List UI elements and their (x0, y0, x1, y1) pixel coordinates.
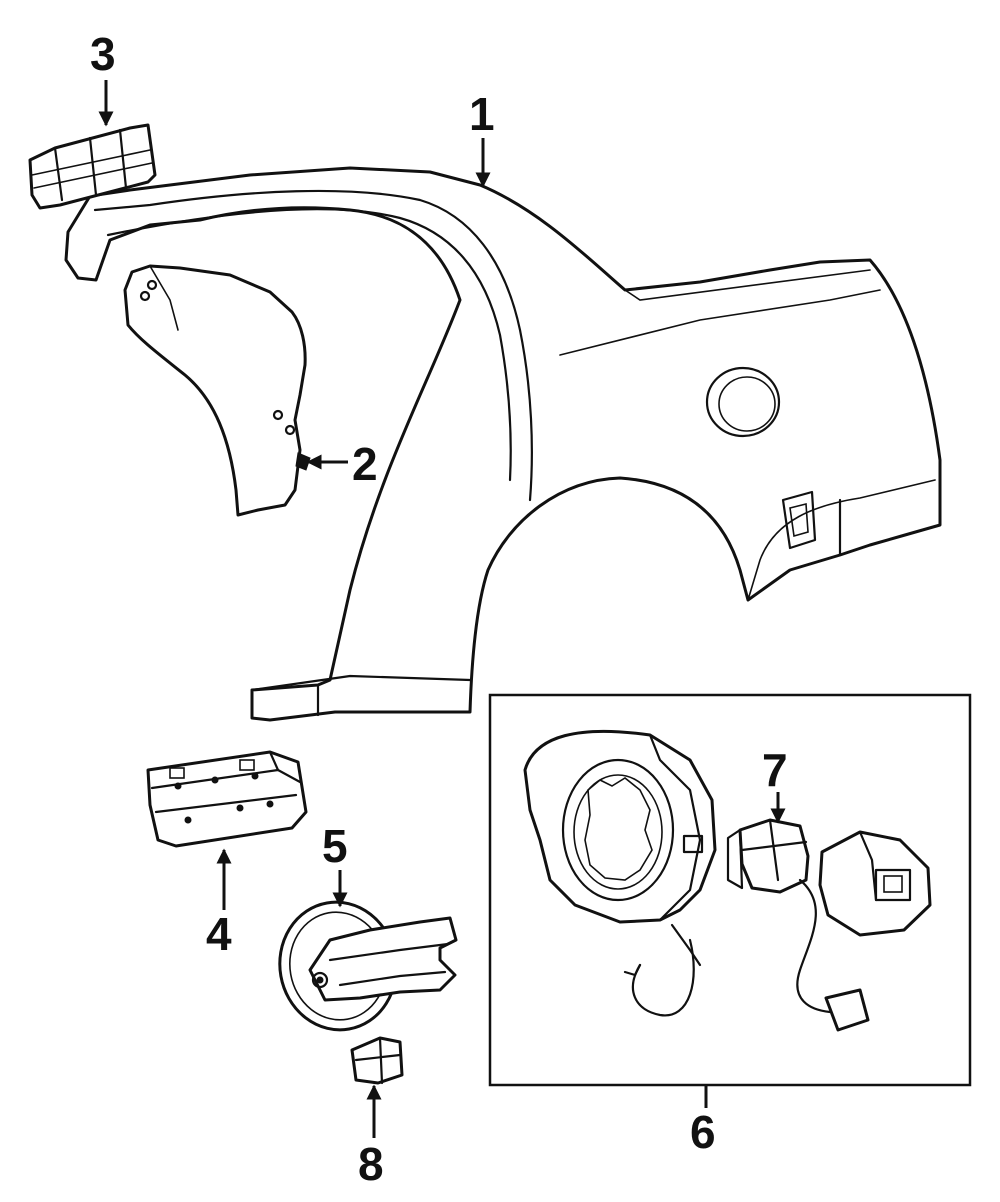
callout-8: 8 (358, 1138, 384, 1190)
quarter-panel[interactable] (64, 166, 942, 722)
rail-extension[interactable] (28, 123, 157, 210)
housing-assembly-frame (488, 693, 972, 1087)
callout-5: 5 (322, 820, 348, 872)
door-actuator[interactable] (726, 818, 932, 1032)
callout-4: 4 (206, 908, 232, 960)
callout-1: 1 (469, 88, 495, 140)
wheelhouse-bracket[interactable] (123, 264, 311, 517)
callout-2: 2 (352, 438, 378, 490)
hinge-clip[interactable] (350, 1036, 404, 1085)
filler-housing[interactable] (523, 729, 717, 1017)
reinforcement[interactable] (146, 750, 308, 848)
callout-3: 3 (90, 28, 116, 80)
fuel-door[interactable] (270, 893, 458, 1039)
callout-7: 7 (762, 744, 788, 796)
callout-6: 6 (690, 1106, 716, 1158)
